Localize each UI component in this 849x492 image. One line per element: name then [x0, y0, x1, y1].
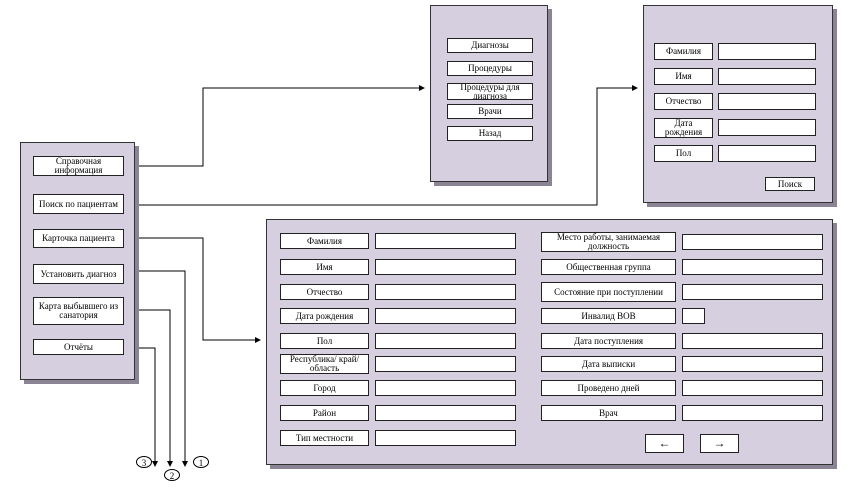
arrow-out-1 [124, 270, 188, 467]
search-input-patronymic[interactable] [718, 93, 816, 110]
menu-reports[interactable]: Отчёты [33, 339, 124, 355]
card-input-city[interactable] [375, 380, 516, 396]
card-label-days-spent: Проведено дней [541, 380, 676, 396]
search-label-patronymic: Отчество [654, 93, 713, 110]
card-label-city: Город [280, 380, 369, 396]
search-input-birthdate[interactable] [718, 119, 816, 136]
connector-label-1: 1 [193, 456, 209, 468]
connector-label-3: 3 [136, 456, 152, 468]
card-input-patronymic[interactable] [375, 284, 516, 300]
arrow-out-2 [124, 309, 173, 467]
card-label-admission-state: Состояние при поступлении [541, 282, 676, 302]
menu-discharge-card[interactable]: Карта выбывшего из санатория [33, 297, 124, 325]
card-input-birthdate[interactable] [375, 308, 516, 324]
card-label-locality-type: Тип местности [280, 430, 369, 446]
reference-procedures[interactable]: Процедуры [447, 61, 533, 76]
menu-set-diagnosis[interactable]: Установить диагноз [33, 264, 124, 284]
card-label-lastname: Фамилия [280, 233, 369, 249]
search-label-birthdate: Дата рождения [654, 118, 713, 138]
search-input-lastname[interactable] [718, 43, 816, 60]
card-input-firstname[interactable] [375, 259, 516, 275]
arrow-to-card [124, 237, 261, 343]
reference-diagnoses[interactable]: Диагнозы [447, 38, 533, 53]
reference-procedures-for-diagnosis[interactable]: Процедуры для диагноза [447, 83, 533, 100]
card-label-birthdate: Дата рождения [280, 308, 369, 324]
card-input-locality-type[interactable] [375, 430, 516, 446]
card-input-days-spent[interactable] [682, 380, 823, 396]
card-input-doctor[interactable] [682, 405, 823, 421]
card-input-workplace[interactable] [682, 234, 823, 250]
search-label-firstname: Имя [654, 68, 713, 85]
search-input-firstname[interactable] [718, 68, 816, 85]
search-label-lastname: Фамилия [654, 43, 713, 60]
card-label-workplace: Место работы, занимаемая должность [541, 232, 676, 252]
card-input-admission-date[interactable] [682, 333, 823, 349]
card-label-social-group: Общественная группа [541, 259, 676, 275]
card-label-war-invalid: Инвалид ВОВ [541, 308, 676, 324]
card-label-patronymic: Отчество [280, 284, 369, 300]
search-label-gender: Пол [654, 145, 713, 162]
card-input-gender[interactable] [375, 333, 516, 349]
card-input-region[interactable] [375, 356, 516, 372]
card-next-button[interactable]: → [700, 434, 739, 453]
card-input-admission-state[interactable] [682, 284, 823, 300]
menu-patient-search[interactable]: Поиск по пациентам [33, 194, 124, 214]
menu-patient-card[interactable]: Карточка пациента [33, 229, 124, 248]
search-button[interactable]: Поиск [765, 177, 815, 191]
reference-back[interactable]: Назад [447, 126, 533, 141]
card-label-gender: Пол [280, 333, 369, 349]
connector-label-2: 2 [164, 469, 180, 481]
card-label-discharge-date: Дата выписки [541, 356, 676, 372]
card-prev-button[interactable]: ← [645, 434, 684, 453]
card-label-admission-date: Дата поступления [541, 333, 676, 349]
arrow-to-reference [124, 85, 425, 167]
card-checkbox-war-invalid[interactable] [682, 308, 705, 324]
card-label-doctor: Врач [541, 405, 676, 421]
card-input-discharge-date[interactable] [682, 356, 823, 372]
card-label-district: Район [280, 405, 369, 421]
menu-reference-info[interactable]: Справочная информация [33, 156, 124, 176]
card-label-region: Республика/ край/область [280, 354, 369, 374]
card-input-social-group[interactable] [682, 259, 823, 275]
reference-doctors[interactable]: Врачи [447, 104, 533, 119]
card-input-district[interactable] [375, 405, 516, 421]
card-input-lastname[interactable] [375, 233, 516, 249]
arrow-to-search [124, 85, 638, 206]
search-input-gender[interactable] [718, 145, 816, 162]
card-label-firstname: Имя [280, 259, 369, 275]
